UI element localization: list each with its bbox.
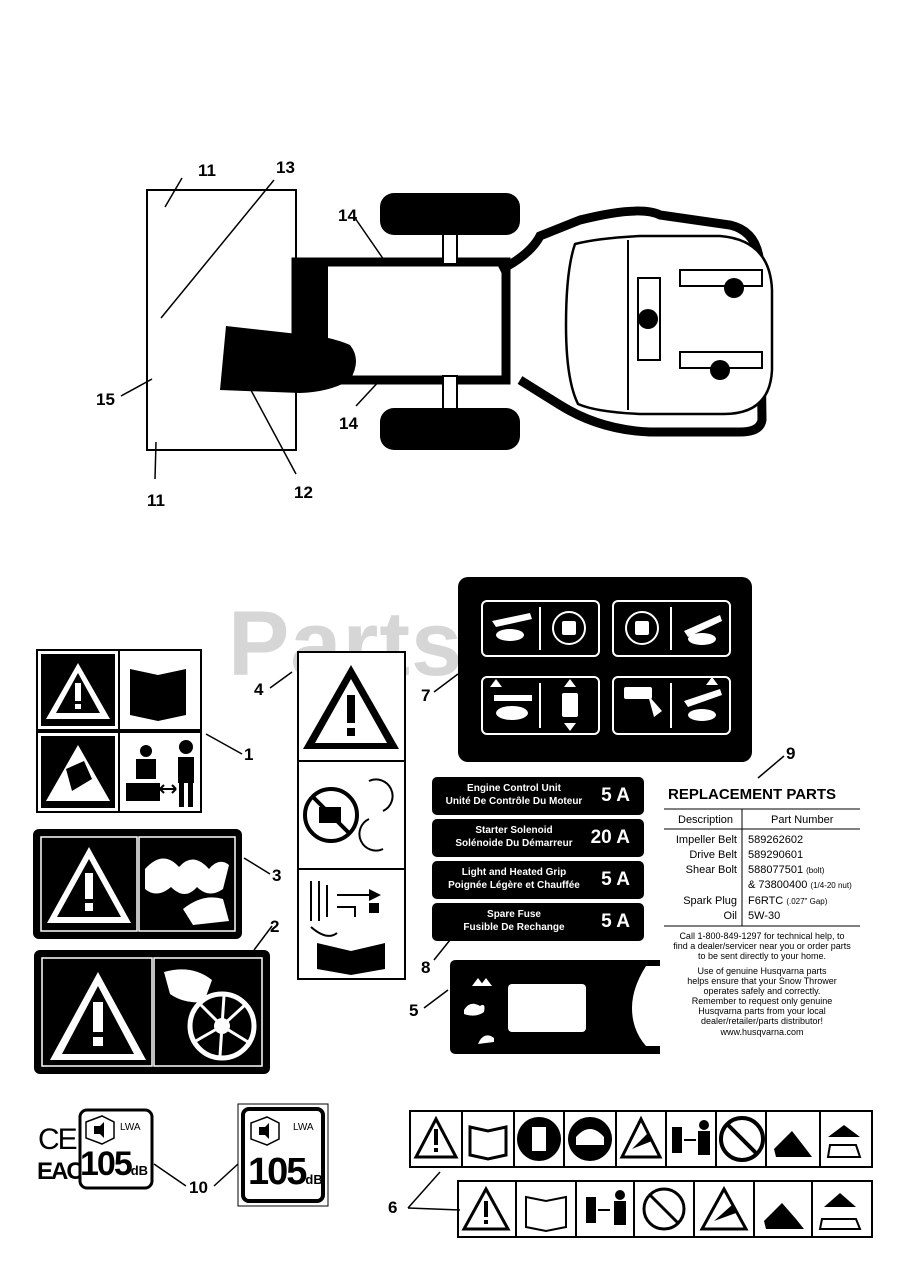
genuine-line: helps ensure that your Snow Thrower <box>687 976 837 986</box>
callout-1: 1 <box>244 745 254 764</box>
genuine-line: Use of genuine Husqvarna parts <box>697 966 827 976</box>
leader-8 <box>433 939 451 961</box>
lwa-label: LWA <box>120 1122 141 1133</box>
fuse-label-fr: Poignée Légère et Chauffée <box>448 880 580 891</box>
ce-mark: CE <box>38 1123 78 1156</box>
part-desc: Oil <box>723 910 737 922</box>
leader-7 <box>433 673 459 693</box>
callout-13: 13 <box>276 158 295 177</box>
noise-value: 105dB <box>80 1145 149 1183</box>
replacement-parts-col-description: Description <box>678 814 734 826</box>
noise-label-large-frame <box>237 1103 329 1207</box>
callout-11-top: 11 <box>198 161 216 180</box>
leader-3 <box>243 857 271 875</box>
fuse-label-en: Light and Heated Grip <box>461 867 567 878</box>
part-desc: Shear Bolt <box>685 864 737 876</box>
leader-2 <box>253 925 273 951</box>
part-number: 589290601 <box>748 849 804 861</box>
callout-15: 15 <box>96 390 115 409</box>
decal-3-auger-warning <box>33 829 242 939</box>
noise-value: 105dB <box>248 1151 323 1193</box>
replacement-parts-grid <box>664 808 860 927</box>
help-line: to be sent directly to your home. <box>697 951 827 961</box>
decal-2-impeller-warning <box>34 950 270 1074</box>
fuse-amps: 5 A <box>601 785 630 806</box>
callout-11-bottom: 11 <box>147 491 165 510</box>
website: www.husqvarna.com <box>720 1027 804 1037</box>
part-desc: Drive Belt <box>689 849 737 861</box>
callout-14-bottom: 14 <box>339 414 358 433</box>
decal-7-controls <box>458 577 752 762</box>
fuse-amps: 5 A <box>601 869 630 890</box>
genuine-line: Husqvarna parts from your local <box>698 1006 826 1016</box>
part-desc: Spark Plug <box>683 895 737 907</box>
decal-5-speed-plate <box>450 960 660 1054</box>
callout-3: 3 <box>272 866 282 885</box>
help-line: find a dealer/servicer near you or order… <box>673 941 851 951</box>
callout-8: 8 <box>421 958 431 977</box>
fuse-amps: 20 A <box>590 827 630 848</box>
callout-12: 12 <box>294 483 313 502</box>
callout-2: 2 <box>270 917 280 936</box>
fuse-label-en: Engine Control Unit <box>467 783 561 794</box>
part-number: F6RTC (.027" Gap) <box>748 895 828 907</box>
leader-4 <box>269 671 293 689</box>
genuine-line: dealer/retailer/parts distributor! <box>700 1016 824 1026</box>
callout-10: 10 <box>189 1178 208 1197</box>
callout-5: 5 <box>409 1001 419 1020</box>
decal-6-pictogram-strip-lower <box>457 1180 873 1238</box>
fuse-label-fr: Solénoide Du Démarreur <box>455 838 573 849</box>
fuse-label-en: Spare Fuse <box>487 909 541 920</box>
callout-14-top: 14 <box>338 206 357 225</box>
lwa-label: LWA <box>293 1122 314 1133</box>
decal-1-read-manual <box>36 649 202 813</box>
leader-10 <box>153 1163 239 1187</box>
part-number: 5W-30 <box>748 910 781 922</box>
fuse-label-en: Starter Solenoid <box>475 825 553 836</box>
replacement-parts-title: REPLACEMENT PARTS <box>668 786 837 803</box>
part-number: & 73800400 (1/4-20 nut) <box>748 879 852 891</box>
help-line: Call 1-800-849-1297 for technical help, … <box>679 931 845 941</box>
leader-1 <box>205 733 243 755</box>
part-number: 589262602 <box>748 834 804 846</box>
part-number: 588077501 (bolt) <box>748 864 825 876</box>
callout-9: 9 <box>786 744 796 763</box>
callout-6: 6 <box>388 1198 398 1217</box>
decal-4-warning-vertical <box>297 651 406 980</box>
leader-6 <box>407 1171 461 1211</box>
callout-7: 7 <box>421 686 431 705</box>
replacement-parts-col-part: Part Number <box>771 814 834 826</box>
snow-thrower-top-view <box>120 177 774 480</box>
leader-9 <box>757 755 785 779</box>
part-desc: Impeller Belt <box>675 834 737 846</box>
genuine-line: Remember to request only genuine <box>691 996 833 1006</box>
leader-5 <box>423 989 449 1009</box>
decal-6-pictogram-strip-upper <box>409 1110 873 1168</box>
callout-4: 4 <box>254 680 264 699</box>
fuse-label-fr: Unité De Contrôle Du Moteur <box>445 796 583 807</box>
fuse-amps: 5 A <box>601 911 630 932</box>
fuse-label-fr: Fusible De Rechange <box>463 922 565 933</box>
noise-label-small-frame <box>78 1108 154 1190</box>
genuine-line: operates safely and correctly. <box>703 986 821 996</box>
eac-mark: EAC <box>37 1158 84 1185</box>
